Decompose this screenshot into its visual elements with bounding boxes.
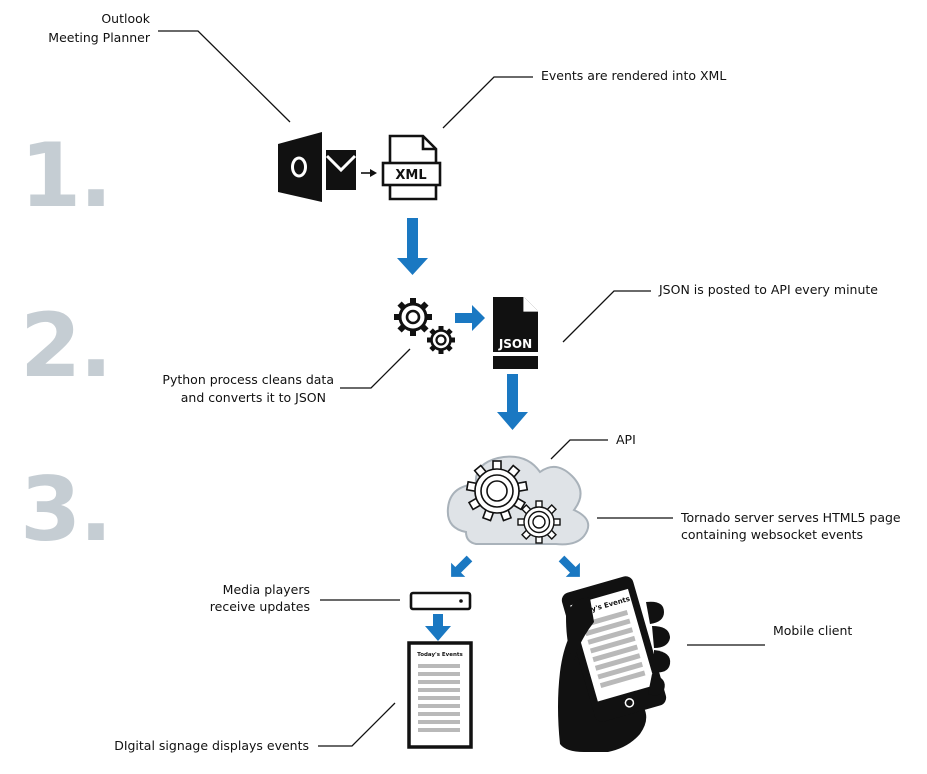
- flow-arrow-down-1: [397, 218, 428, 275]
- label-api: API: [616, 432, 636, 447]
- label-mobile-client: Mobile client: [773, 623, 852, 638]
- label-tornado-line1: Tornado server serves HTML5 page: [680, 510, 901, 525]
- outlook-icon: [278, 132, 357, 202]
- leader-json: [562, 290, 651, 343]
- json-file-label: JSON: [498, 337, 532, 351]
- flow-arrow-down-3: [425, 614, 451, 641]
- small-arrow-icon: [361, 169, 377, 177]
- media-player-icon: [409, 591, 472, 611]
- label-python-line2: and converts it to JSON: [181, 390, 326, 405]
- flow-arrow-down-right: [558, 555, 580, 577]
- flow-arrow-down-left: [451, 555, 473, 577]
- xml-file-icon: XML: [381, 134, 442, 201]
- step-number-2: 2.: [20, 294, 111, 397]
- json-file-icon: JSON: [493, 297, 538, 369]
- label-media-players-line1: Media players: [223, 582, 310, 597]
- hand-phone-icon: Today's Events: [558, 576, 671, 752]
- xml-file-label: XML: [395, 168, 426, 183]
- signage-event-lines: [418, 664, 460, 732]
- api-gears-icon: [465, 460, 561, 544]
- label-digital-signage: DIgital signage displays events: [114, 738, 309, 753]
- digital-signage-icon: Today's Events: [407, 641, 473, 749]
- flow-arrow-down-2: [497, 374, 528, 430]
- label-media-players-line2: receive updates: [210, 599, 310, 614]
- label-python-line1: Python process cleans data: [162, 372, 334, 387]
- label-outlook-line2: Meeting Planner: [48, 30, 151, 45]
- label-outlook-line1: Outlook: [101, 11, 150, 26]
- leader-digital-signage: [318, 702, 396, 747]
- leader-python: [340, 348, 411, 389]
- signage-heading: Today's Events: [417, 652, 463, 658]
- flow-arrow-right: [455, 305, 485, 331]
- phone-event-lines: [582, 609, 646, 689]
- label-tornado-line2: containing websocket events: [681, 527, 863, 542]
- leader-api: [550, 439, 608, 460]
- label-json-post: JSON is posted to API every minute: [658, 282, 878, 297]
- step-number-3: 3.: [20, 458, 111, 561]
- leader-outlook: [158, 30, 291, 123]
- gears-icon: [394, 298, 455, 354]
- label-xml-render: Events are rendered into XML: [541, 68, 726, 83]
- step-number-1: 1.: [20, 124, 111, 227]
- leader-xml: [442, 76, 533, 129]
